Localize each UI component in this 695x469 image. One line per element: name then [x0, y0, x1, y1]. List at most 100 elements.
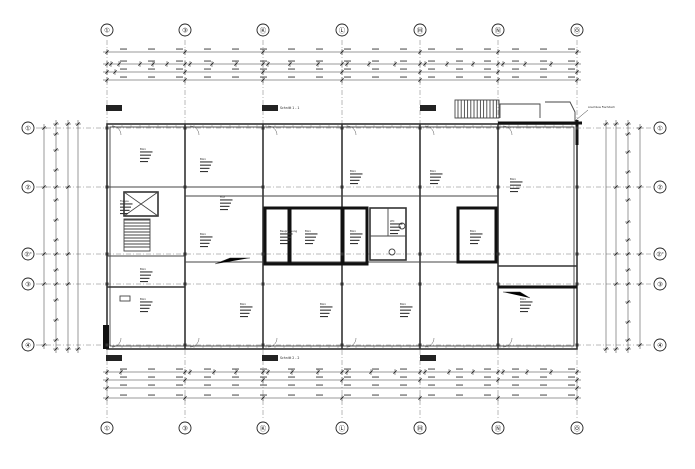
room-data-line — [240, 316, 248, 318]
axis-bubble-label: ① — [25, 124, 31, 132]
room-data-line — [470, 233, 483, 235]
room-label: Büro — [350, 169, 356, 173]
dim-value-mark — [176, 376, 183, 378]
dim-value-mark — [540, 368, 547, 370]
section-flag — [106, 105, 122, 111]
room-label: Besprechung — [280, 229, 297, 233]
room-data-line — [520, 301, 533, 303]
axis-bubble-label: ②' — [24, 250, 32, 258]
dim-value-mark — [512, 394, 519, 396]
room-data-line — [200, 239, 211, 241]
dim-value-mark — [204, 68, 211, 70]
dim-value-mark — [456, 376, 463, 378]
axis-bubble-circle — [491, 23, 505, 37]
room-data-line — [140, 151, 153, 153]
structural-column — [418, 252, 422, 256]
section-label: Schnitt 2 - 2 — [280, 356, 299, 360]
door-swing — [346, 337, 357, 348]
dim-value-mark — [148, 394, 155, 396]
dim-value-mark — [176, 394, 183, 396]
room-label-block: Büro — [305, 229, 318, 245]
structural-column — [261, 282, 265, 286]
dim-value-mark — [148, 76, 155, 78]
dim-value-mark — [372, 384, 379, 386]
structural-column — [418, 126, 422, 130]
door-swing — [502, 125, 513, 136]
room-data-line — [140, 307, 150, 309]
structural-column — [575, 252, 579, 256]
room-label-block: Büro — [350, 169, 363, 185]
dim-value-mark — [372, 376, 379, 378]
dim-value-mark — [428, 394, 435, 396]
room-data-line — [120, 209, 130, 211]
room-data-line — [470, 239, 480, 241]
room-data-line — [280, 236, 291, 238]
axis-bubble-label: Ⓞ — [574, 26, 581, 34]
axis-bubble-row-right: ②' — [653, 247, 667, 261]
dim-value-mark — [232, 68, 239, 70]
room-label-block: Flur — [220, 195, 233, 211]
axis-bubble-row-right: ② — [653, 180, 667, 194]
structural-column — [340, 252, 344, 256]
dim-value-mark — [288, 384, 295, 386]
lift-cross — [123, 191, 159, 217]
structural-column — [340, 343, 344, 347]
leader-line — [575, 109, 589, 121]
dim-value-mark — [288, 68, 295, 70]
room-label-block: Büro — [470, 229, 483, 245]
axis-bubble-label: ② — [25, 183, 31, 191]
axis-bubble-label: ③ — [182, 26, 188, 34]
dim-value-mark — [540, 76, 547, 78]
dim-value-mark — [316, 368, 323, 370]
dim-value-mark — [484, 48, 491, 50]
structural-column — [496, 185, 500, 189]
dim-value-mark — [428, 368, 435, 370]
dim-value-mark — [568, 48, 575, 50]
axis-bubble-circle — [256, 23, 270, 37]
dim-value-mark — [120, 376, 127, 378]
dim-value-mark — [204, 60, 211, 62]
room-data-line — [240, 312, 250, 314]
structural-column — [340, 185, 344, 189]
structural-column — [418, 282, 422, 286]
axis-bubble-col-bottom: Ⓝ — [491, 421, 505, 435]
dim-value-mark — [204, 376, 211, 378]
dim-value-mark — [232, 60, 239, 62]
structural-column — [105, 252, 109, 256]
room-data-line — [400, 306, 413, 308]
room-data-line — [200, 246, 208, 248]
room-data-line — [140, 271, 153, 273]
room-label-block: Büro — [320, 302, 333, 318]
dim-value-mark — [540, 48, 547, 50]
section-flag — [106, 355, 122, 361]
room-data-line — [200, 236, 213, 238]
axis-bubble-col-top: ③ — [178, 23, 192, 37]
dim-value-mark — [484, 384, 491, 386]
dim-value-mark — [400, 384, 407, 386]
room-data-line — [140, 304, 151, 306]
axis-bubble-col-top: Ⓜ — [413, 23, 427, 37]
structural-column — [261, 343, 265, 347]
room-data-line — [350, 236, 361, 238]
room-label: Büro — [140, 297, 146, 301]
dim-value-mark — [400, 76, 407, 78]
dim-value-mark — [568, 376, 575, 378]
room-label: Flur — [220, 195, 226, 199]
dim-value-mark — [456, 60, 463, 62]
structural-column — [261, 252, 265, 256]
dim-value-mark — [512, 68, 519, 70]
room-label: Büro — [305, 229, 311, 233]
axis-bubble-label: Ⓝ — [495, 26, 502, 34]
stair-left — [123, 218, 151, 252]
structural-column — [575, 282, 579, 286]
dim-value-mark — [232, 384, 239, 386]
room-data-line — [510, 191, 518, 193]
dim-value-mark — [288, 48, 295, 50]
room-data-line — [320, 309, 331, 311]
room-data-line — [390, 229, 400, 231]
dim-value-mark — [316, 68, 323, 70]
room-label: Büro — [320, 302, 326, 306]
room-label: Büro — [470, 229, 476, 233]
section-marker-top-3 — [420, 105, 436, 111]
